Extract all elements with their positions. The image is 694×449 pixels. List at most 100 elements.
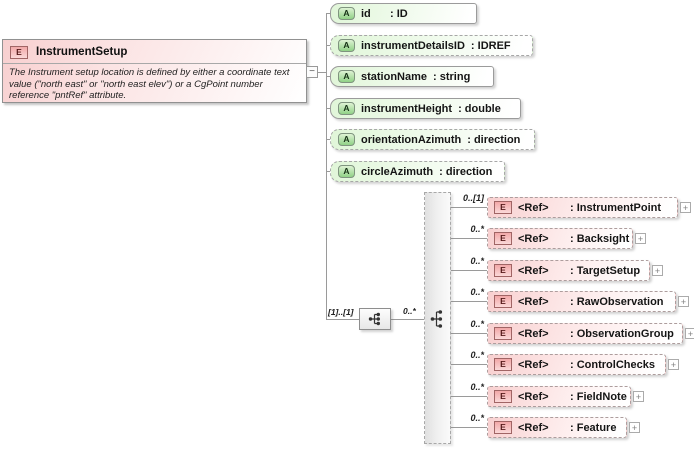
element-box-rawobservation[interactable]: E <Ref> : RawObservation + <box>487 291 689 312</box>
attribute-type: : string <box>433 70 471 83</box>
cardinality-label: 0..* <box>470 287 484 297</box>
cardinality-label: 0..* <box>470 256 484 266</box>
element-badge-icon: E <box>494 421 512 434</box>
root-element-annotation: The Instrument setup location is defined… <box>9 67 290 101</box>
attribute-box-instrumentheight[interactable]: A instrumentHeight : double <box>330 98 521 119</box>
element-type: : RawObservation <box>570 295 664 308</box>
connector-line <box>451 427 487 428</box>
element-badge-icon: E <box>494 295 512 308</box>
element-ref-label: <Ref> <box>518 232 549 245</box>
attribute-type: : IDREF <box>470 39 511 52</box>
element-type: : Backsight <box>570 232 630 245</box>
connector-line <box>451 301 487 302</box>
element-ref-label: <Ref> <box>518 295 549 308</box>
cardinality-label: 0..* <box>470 224 484 234</box>
connector-line <box>318 72 326 73</box>
connector-line <box>451 364 487 365</box>
expand-icon[interactable]: + <box>668 359 679 370</box>
attribute-badge-icon: A <box>338 39 355 52</box>
element-type: : ObservationGroup <box>570 327 674 340</box>
element-box-targetsetup[interactable]: E <Ref> : TargetSetup + <box>487 260 663 281</box>
element-badge-icon: E <box>494 264 512 277</box>
expand-icon[interactable]: + <box>678 296 689 307</box>
connector-line <box>326 13 330 14</box>
element-type: : InstrumentPoint <box>570 201 662 214</box>
connector-line <box>391 319 424 320</box>
attribute-type: : double <box>458 102 501 115</box>
element-type: : TargetSetup <box>570 264 641 277</box>
cardinality-label: 0..* <box>470 382 484 392</box>
element-type: : ControlChecks <box>570 358 655 371</box>
cardinality-label: 0..[1] <box>462 193 484 203</box>
root-element-name: InstrumentSetup <box>36 46 128 58</box>
connector-line <box>451 333 487 334</box>
element-ref-label: <Ref> <box>518 390 549 403</box>
connector-line <box>326 319 359 320</box>
sequence-cardinality-label: [1]..[1] <box>328 307 354 317</box>
connector-line <box>451 396 487 397</box>
cardinality-label: 0..* <box>470 319 484 329</box>
expand-icon[interactable]: + <box>652 265 663 276</box>
cardinality-label: 0..* <box>470 413 484 423</box>
connector-line <box>326 45 330 46</box>
element-ref-label: <Ref> <box>518 358 549 371</box>
expand-icon[interactable]: + <box>635 233 646 244</box>
element-ref-label: <Ref> <box>518 201 549 214</box>
element-ref-label: <Ref> <box>518 264 549 277</box>
attribute-box-id[interactable]: A id : ID <box>330 3 477 24</box>
attribute-badge-icon: A <box>338 102 355 115</box>
attribute-box-circleazimuth[interactable]: A circleAzimuth : direction <box>330 161 505 182</box>
element-box-backsight[interactable]: E <Ref> : Backsight + <box>487 228 646 249</box>
element-badge-icon: E <box>494 201 512 214</box>
element-badge-icon: E <box>494 390 512 403</box>
element-box-fieldnote[interactable]: E <Ref> : FieldNote + <box>487 386 644 407</box>
sequence-compositor-icon <box>368 312 380 326</box>
attribute-box-orientationazimuth[interactable]: A orientationAzimuth : direction <box>330 129 535 150</box>
connector-line <box>326 171 330 172</box>
attribute-box-stationname[interactable]: A stationName : string <box>330 66 494 87</box>
attribute-badge-icon: A <box>338 133 355 146</box>
expand-icon[interactable]: + <box>633 391 644 402</box>
attribute-badge-icon: A <box>338 165 355 178</box>
connector-line <box>326 139 330 140</box>
attribute-badge-icon: A <box>338 7 355 20</box>
attribute-name: id <box>361 7 371 20</box>
connector-line <box>451 270 487 271</box>
element-box-controlchecks[interactable]: E <Ref> : ControlChecks + <box>487 354 679 375</box>
repeating-group-bar[interactable] <box>424 192 451 444</box>
element-box-observationgroup[interactable]: E <Ref> : ObservationGroup + <box>487 323 694 344</box>
element-badge-icon: E <box>494 232 512 245</box>
attribute-badge-icon: A <box>338 70 355 83</box>
root-element-header: E InstrumentSetup <box>3 40 306 64</box>
attribute-type: : direction <box>467 133 521 146</box>
sequence-compositor[interactable] <box>359 308 391 330</box>
connector-line <box>451 238 487 239</box>
element-type: : FieldNote <box>570 390 627 403</box>
element-ref-label: <Ref> <box>518 421 549 434</box>
expand-icon[interactable]: + <box>680 202 691 213</box>
element-badge-icon: E <box>494 358 512 371</box>
element-badge-icon: E <box>10 45 28 59</box>
attribute-name: circleAzimuth <box>361 165 434 178</box>
element-badge-icon: E <box>494 327 512 340</box>
connector-line <box>326 108 330 109</box>
attribute-type: : ID <box>390 7 408 20</box>
expand-icon[interactable]: + <box>685 328 694 339</box>
connector-line <box>451 207 487 208</box>
root-element-box[interactable]: E InstrumentSetup The Instrument setup l… <box>2 39 307 103</box>
collapse-icon[interactable]: − <box>306 66 318 78</box>
element-box-instrumentpoint[interactable]: E <Ref> : InstrumentPoint + <box>487 197 691 218</box>
element-box-feature[interactable]: E <Ref> : Feature + <box>487 417 640 438</box>
expand-icon[interactable]: + <box>629 422 640 433</box>
attribute-name: orientationAzimuth <box>361 133 462 146</box>
attribute-box-instrumentdetailsid[interactable]: A instrumentDetailsID : IDREF <box>330 35 533 56</box>
connector-line <box>326 76 330 77</box>
attribute-type: : direction <box>439 165 493 178</box>
attribute-name: instrumentHeight <box>361 102 453 115</box>
element-type: : Feature <box>570 421 617 434</box>
connector-line <box>326 13 327 319</box>
inner-sequence-cardinality-label: 0..* <box>403 306 416 316</box>
attribute-name: instrumentDetailsID <box>361 39 465 52</box>
element-ref-label: <Ref> <box>518 327 549 340</box>
